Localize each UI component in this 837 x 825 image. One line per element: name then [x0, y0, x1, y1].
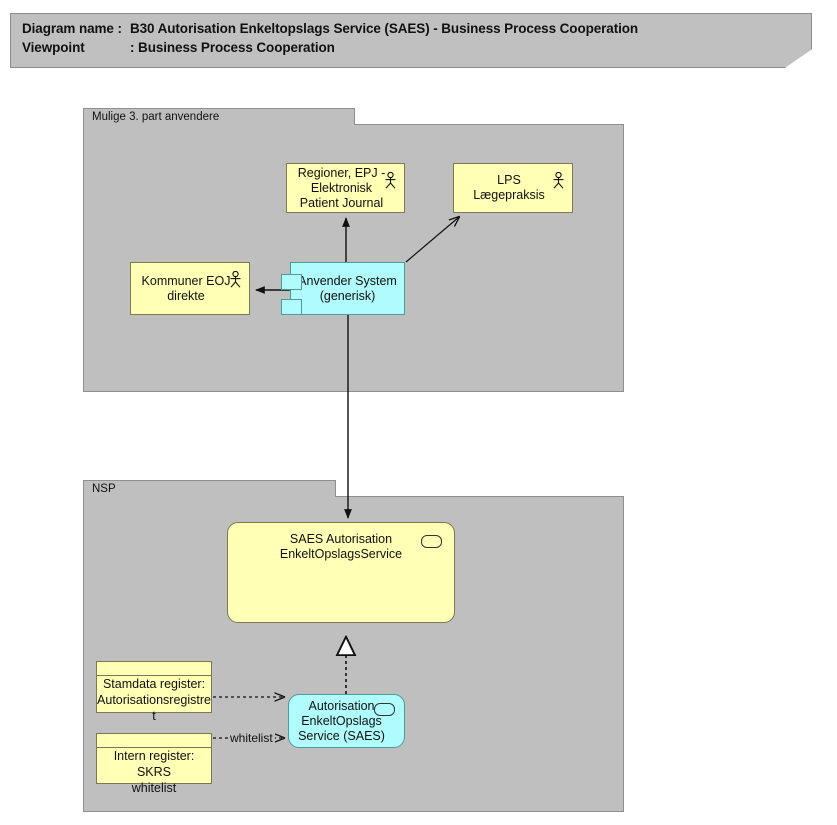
node-label: Stamdata register: Autorisationsregistre… [97, 677, 211, 723]
group-label-mulige-3-part-anvendere: Mulige 3. part anvendere [83, 108, 355, 125]
data-object-header-bar [97, 662, 211, 676]
component-icon [281, 299, 302, 315]
service-oval-icon [421, 535, 442, 548]
edge-label-whitelist: whitelist [228, 731, 275, 745]
diagram-name-line: Diagram name : B30 Autorisation Enkeltops… [22, 21, 638, 36]
node-intern-register-skrs-whitelist[interactable]: Intern register: SKRS whitelist [96, 733, 212, 795]
node-saes-autorisation-enkeltopslagsservice[interactable]: SAES Autorisation EnkeltOpslagsService [227, 522, 455, 623]
actor-icon [385, 172, 396, 189]
node-lps-laegepraksis[interactable]: LPS Lægepraksis [453, 163, 573, 213]
actor-icon [553, 172, 564, 189]
node-kommuner-eoj-direkte[interactable]: Kommuner EOJ direkte [130, 262, 250, 315]
node-label: Kommuner EOJ direkte [141, 273, 231, 303]
node-label: Anvender System (generisk) [298, 273, 397, 303]
node-label: Regioner, EPJ - Elektronisk Patient Jour… [297, 165, 386, 210]
node-regioner-epj[interactable]: Regioner, EPJ - Elektronisk Patient Jour… [286, 163, 405, 213]
actor-icon [230, 271, 241, 288]
node-autorisation-enkeltopslags-service-saes[interactable]: Autorisation EnkeltOpslags Service (SAES… [288, 694, 405, 748]
viewpoint-label: Viewpoint [22, 40, 85, 55]
node-anvender-system[interactable]: Anvender System (generisk) [281, 262, 405, 315]
diagram-title-note: Diagram name : B30 Autorisation Enkeltops… [10, 13, 812, 68]
component-icon [281, 274, 302, 290]
node-label: Intern register: SKRS whitelist [113, 749, 195, 795]
node-label: Autorisation EnkeltOpslags Service (SAES… [298, 698, 385, 743]
node-stamdata-register[interactable]: Stamdata register: Autorisationsregistre… [96, 661, 212, 723]
data-object-header-bar [97, 734, 211, 748]
viewpoint-value: : Business Process Cooperation [130, 40, 335, 55]
viewpoint-line: Viewpoint : Business Process Cooperation [22, 40, 335, 55]
group-label-nsp: NSP [83, 480, 336, 497]
node-label: SAES Autorisation EnkeltOpslagsService [279, 532, 403, 561]
node-label: LPS Lægepraksis [473, 173, 545, 202]
service-oval-icon [374, 703, 395, 716]
diagram-name-value: B30 Autorisation Enkeltopslags Service (… [130, 21, 639, 36]
diagram-name-label: Diagram name : [22, 21, 122, 36]
